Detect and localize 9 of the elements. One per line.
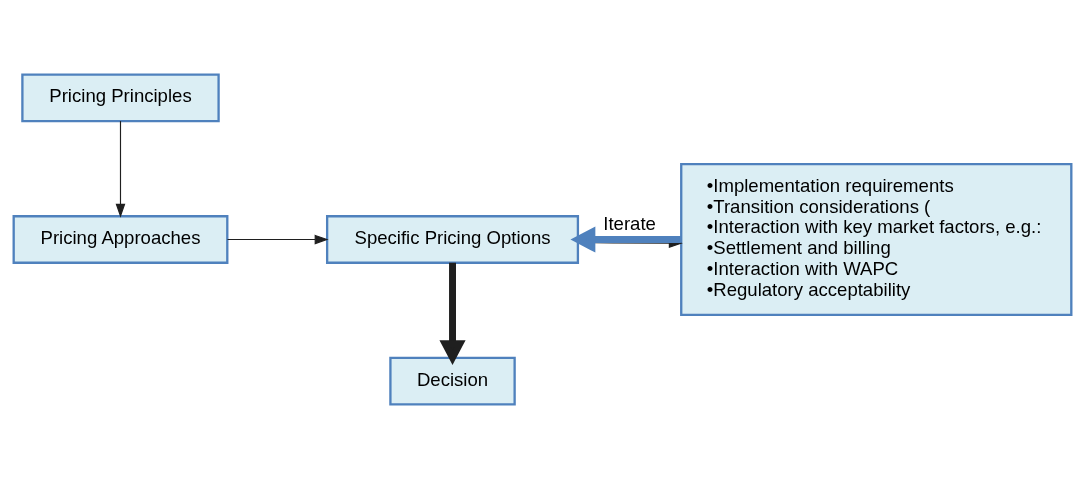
node-box: •Implementation requirements •Transition considerations ( •Interaction with key market factors, e.g.: •Settlement and billing •Interaction with WAPC •Regulatory acceptability (680, 162, 1073, 317)
node-box: Decision (389, 356, 516, 406)
edge-label: Iterate (603, 212, 656, 234)
arrow (115, 120, 126, 218)
node-box: Pricing Approaches (12, 215, 229, 264)
arrow (226, 234, 329, 245)
arrow (439, 262, 466, 366)
node-box: Specific Pricing Options (325, 215, 580, 264)
node-box: Pricing Principles (21, 73, 220, 123)
